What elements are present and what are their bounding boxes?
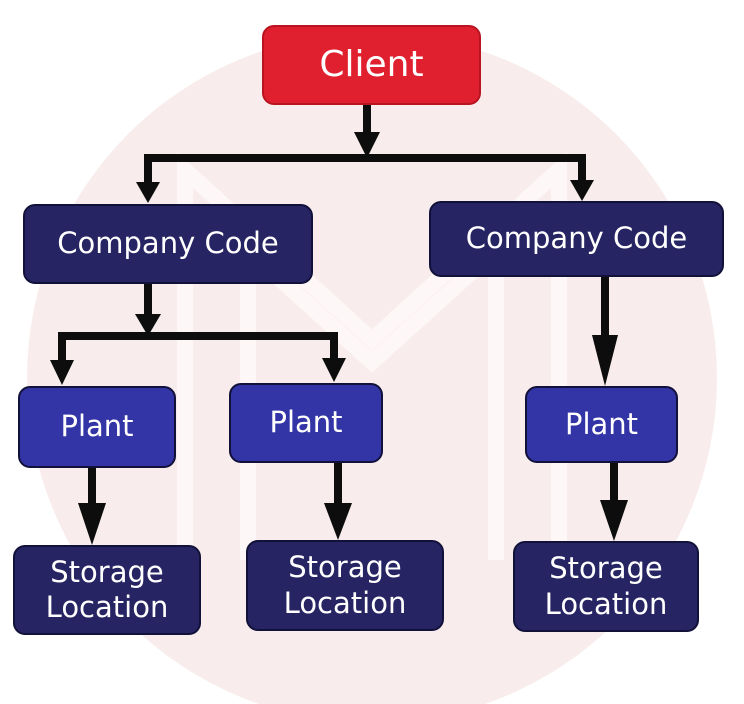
- plant-2-label: Plant: [269, 405, 343, 440]
- storage-1-label: Storage Location: [45, 554, 169, 624]
- company-code-left-node: Company Code: [23, 204, 313, 284]
- plant-node-2: Plant: [229, 383, 383, 463]
- connector-client-branch: [144, 154, 586, 188]
- plant-node-1: Plant: [18, 386, 176, 468]
- storage-location-node-2: Storage Location: [246, 540, 444, 631]
- storage-location-node-1: Storage Location: [13, 545, 201, 635]
- storage-3-label: Storage Location: [544, 551, 668, 621]
- plant-node-3: Plant: [525, 386, 678, 463]
- arrowhead: [354, 132, 380, 158]
- client-label: Client: [319, 44, 424, 86]
- arrowhead: [592, 335, 618, 386]
- arrowhead: [50, 360, 74, 385]
- storage-2-label: Storage Location: [283, 550, 407, 620]
- arrowhead: [324, 503, 352, 540]
- client-node: Client: [262, 25, 481, 105]
- arrowhead: [322, 358, 346, 382]
- arrowhead: [570, 180, 594, 201]
- company-code-right-label: Company Code: [465, 221, 688, 256]
- arrowhead: [600, 500, 628, 541]
- plant-3-label: Plant: [564, 406, 639, 441]
- arrowhead: [78, 503, 106, 545]
- storage-location-node-3: Storage Location: [513, 541, 699, 632]
- connector-company-left-branch: [58, 332, 338, 365]
- company-code-left-label: Company Code: [57, 226, 279, 261]
- arrowhead: [135, 314, 161, 336]
- arrowhead: [136, 182, 160, 203]
- plant-1-label: Plant: [60, 409, 134, 444]
- company-code-right-node: Company Code: [429, 201, 724, 277]
